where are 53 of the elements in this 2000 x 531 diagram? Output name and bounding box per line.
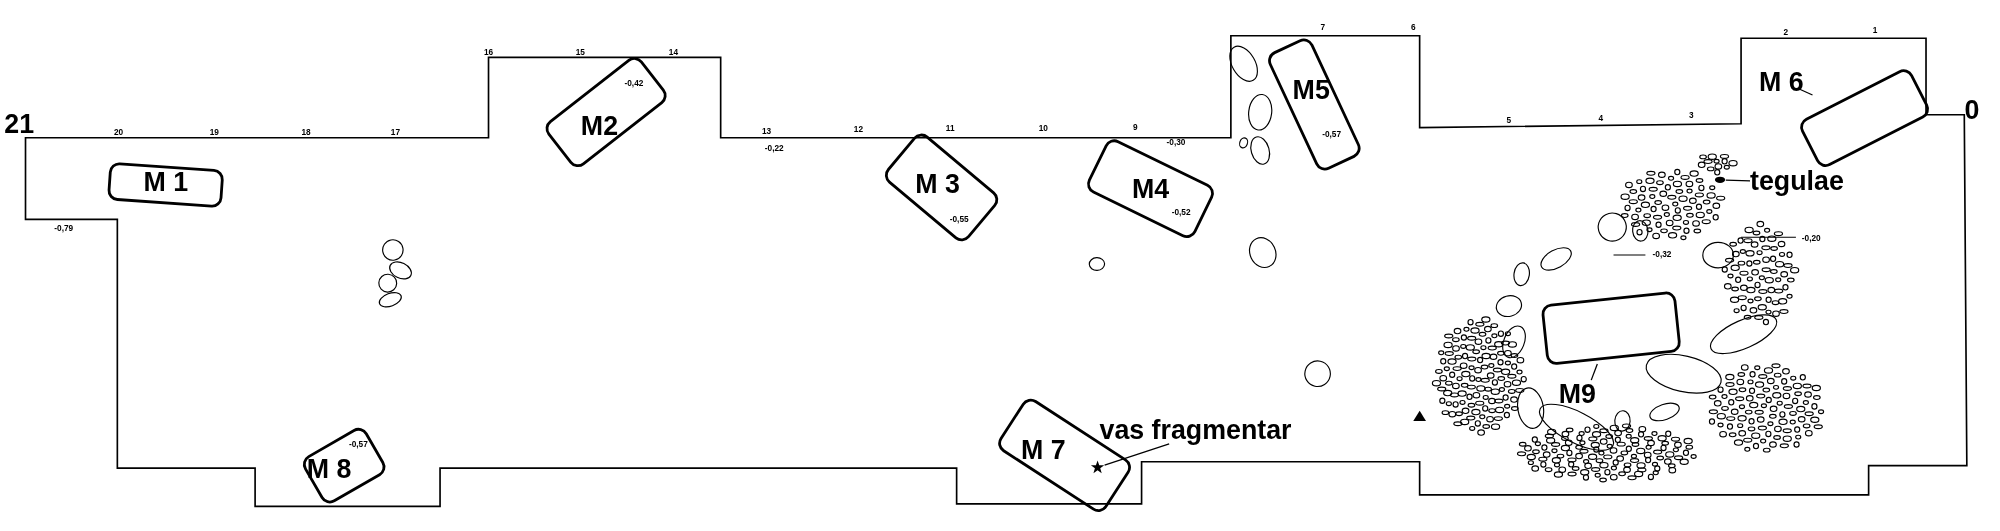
- grave-outline: [543, 55, 669, 170]
- depth-value: -0,20: [1801, 234, 1821, 243]
- grid-number: 21: [4, 110, 35, 138]
- grid-number: 2: [1783, 29, 1789, 38]
- grave-outline: [1266, 37, 1362, 173]
- grave-label: M 3: [915, 170, 960, 198]
- grid-number: 9: [1132, 123, 1138, 132]
- grave-label: M2: [580, 111, 619, 139]
- grave-label: M9: [1558, 380, 1613, 411]
- grid-number: 19: [209, 128, 219, 137]
- depth-value: -0,52: [1171, 208, 1191, 218]
- grid-number: 7: [1320, 23, 1325, 33]
- grid-number: 0: [1964, 96, 1980, 124]
- depth-value: -0,57: [1322, 131, 1342, 140]
- depth-value: -0,22: [764, 145, 784, 154]
- grid-number: 4: [1598, 114, 1604, 123]
- grave-outline: [1541, 291, 1680, 364]
- leader-line: [1103, 443, 1170, 466]
- grid-number: 14: [668, 48, 679, 57]
- grave-label: M4: [1131, 175, 1170, 203]
- grid-number: 3: [1689, 111, 1694, 121]
- grave-outline: [882, 131, 1001, 244]
- depth-value: -0,30: [1166, 138, 1186, 147]
- grave-label: M 8: [306, 454, 352, 482]
- leader-line: [1590, 363, 1598, 381]
- grid-number: 5: [1506, 117, 1512, 126]
- grid-number: 13: [761, 127, 772, 136]
- grave-outline: [301, 425, 388, 506]
- grid-number: 18: [301, 128, 311, 137]
- grave-outline: [108, 163, 224, 207]
- find-label: vas fragmentar: [1099, 415, 1324, 444]
- grave-label: M 6: [1758, 67, 1813, 99]
- depth-value: -0,32: [1652, 250, 1672, 260]
- grid-number: 1: [1872, 26, 1878, 35]
- grid-number: 17: [390, 128, 400, 137]
- grave-label: M 1: [143, 167, 189, 195]
- grid-number: 12: [853, 125, 864, 135]
- leader-line: [1798, 88, 1814, 96]
- grid-number: 16: [483, 48, 494, 57]
- grave-label: M 7: [1021, 435, 1066, 463]
- depth-value: -0,57: [348, 441, 368, 450]
- grid-number: 10: [1038, 124, 1048, 133]
- leader-line: [1725, 179, 1751, 182]
- grid-number: 20: [114, 128, 124, 137]
- find-label: tegulae: [1750, 167, 1845, 198]
- depth-value: -0,79: [54, 224, 74, 233]
- grid-number: 6: [1410, 23, 1416, 33]
- star-icon: [1090, 460, 1105, 475]
- depth-value: -0,55: [949, 215, 969, 224]
- grave-outline: [1085, 137, 1216, 240]
- tegula-fragment: [1714, 176, 1726, 184]
- grave-label: M5: [1292, 75, 1330, 103]
- depth-value: -0,42: [624, 80, 644, 89]
